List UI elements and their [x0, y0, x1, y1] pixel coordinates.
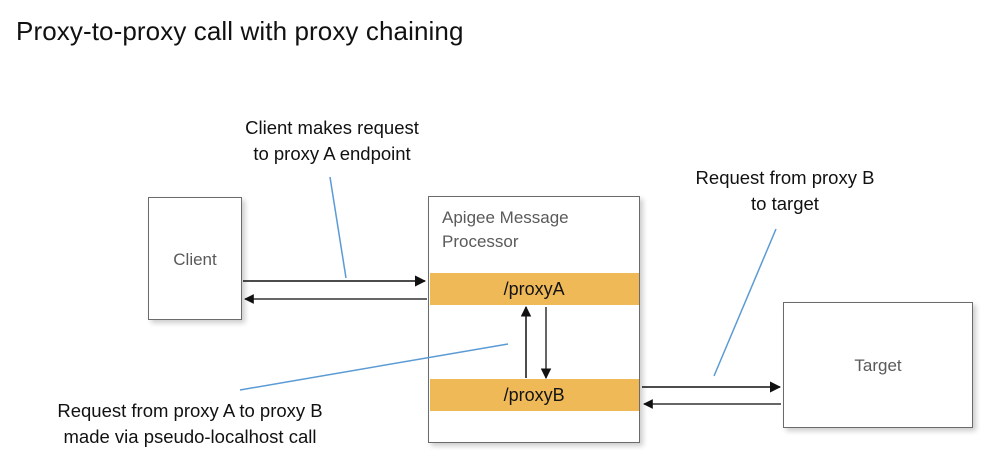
node-target [783, 302, 973, 428]
leader-line-client-request [329, 176, 347, 279]
proxy-b-band[interactable]: /proxyB [429, 379, 639, 411]
node-message-processor-title: Apigee Message Processor [442, 208, 569, 251]
proxy-a-label: /proxyA [503, 278, 565, 299]
annotation-proxy-a-to-proxy-b: Request from proxy A to proxy B made via… [57, 400, 323, 447]
node-client [148, 197, 242, 320]
annotation-client-request: Client makes request to proxy A endpoint [245, 117, 419, 164]
annotation-proxy-b-to-target: Request from proxy B to target [695, 167, 875, 214]
page-title: Proxy-to-proxy call with proxy chaining [16, 16, 464, 46]
node-client-label: Client [173, 250, 217, 269]
leader-line-proxy-b-to-target [713, 228, 777, 377]
node-target-label: Target [854, 356, 902, 375]
proxy-b-label: /proxyB [503, 384, 565, 405]
proxy-a-band[interactable]: /proxyA [429, 273, 639, 305]
